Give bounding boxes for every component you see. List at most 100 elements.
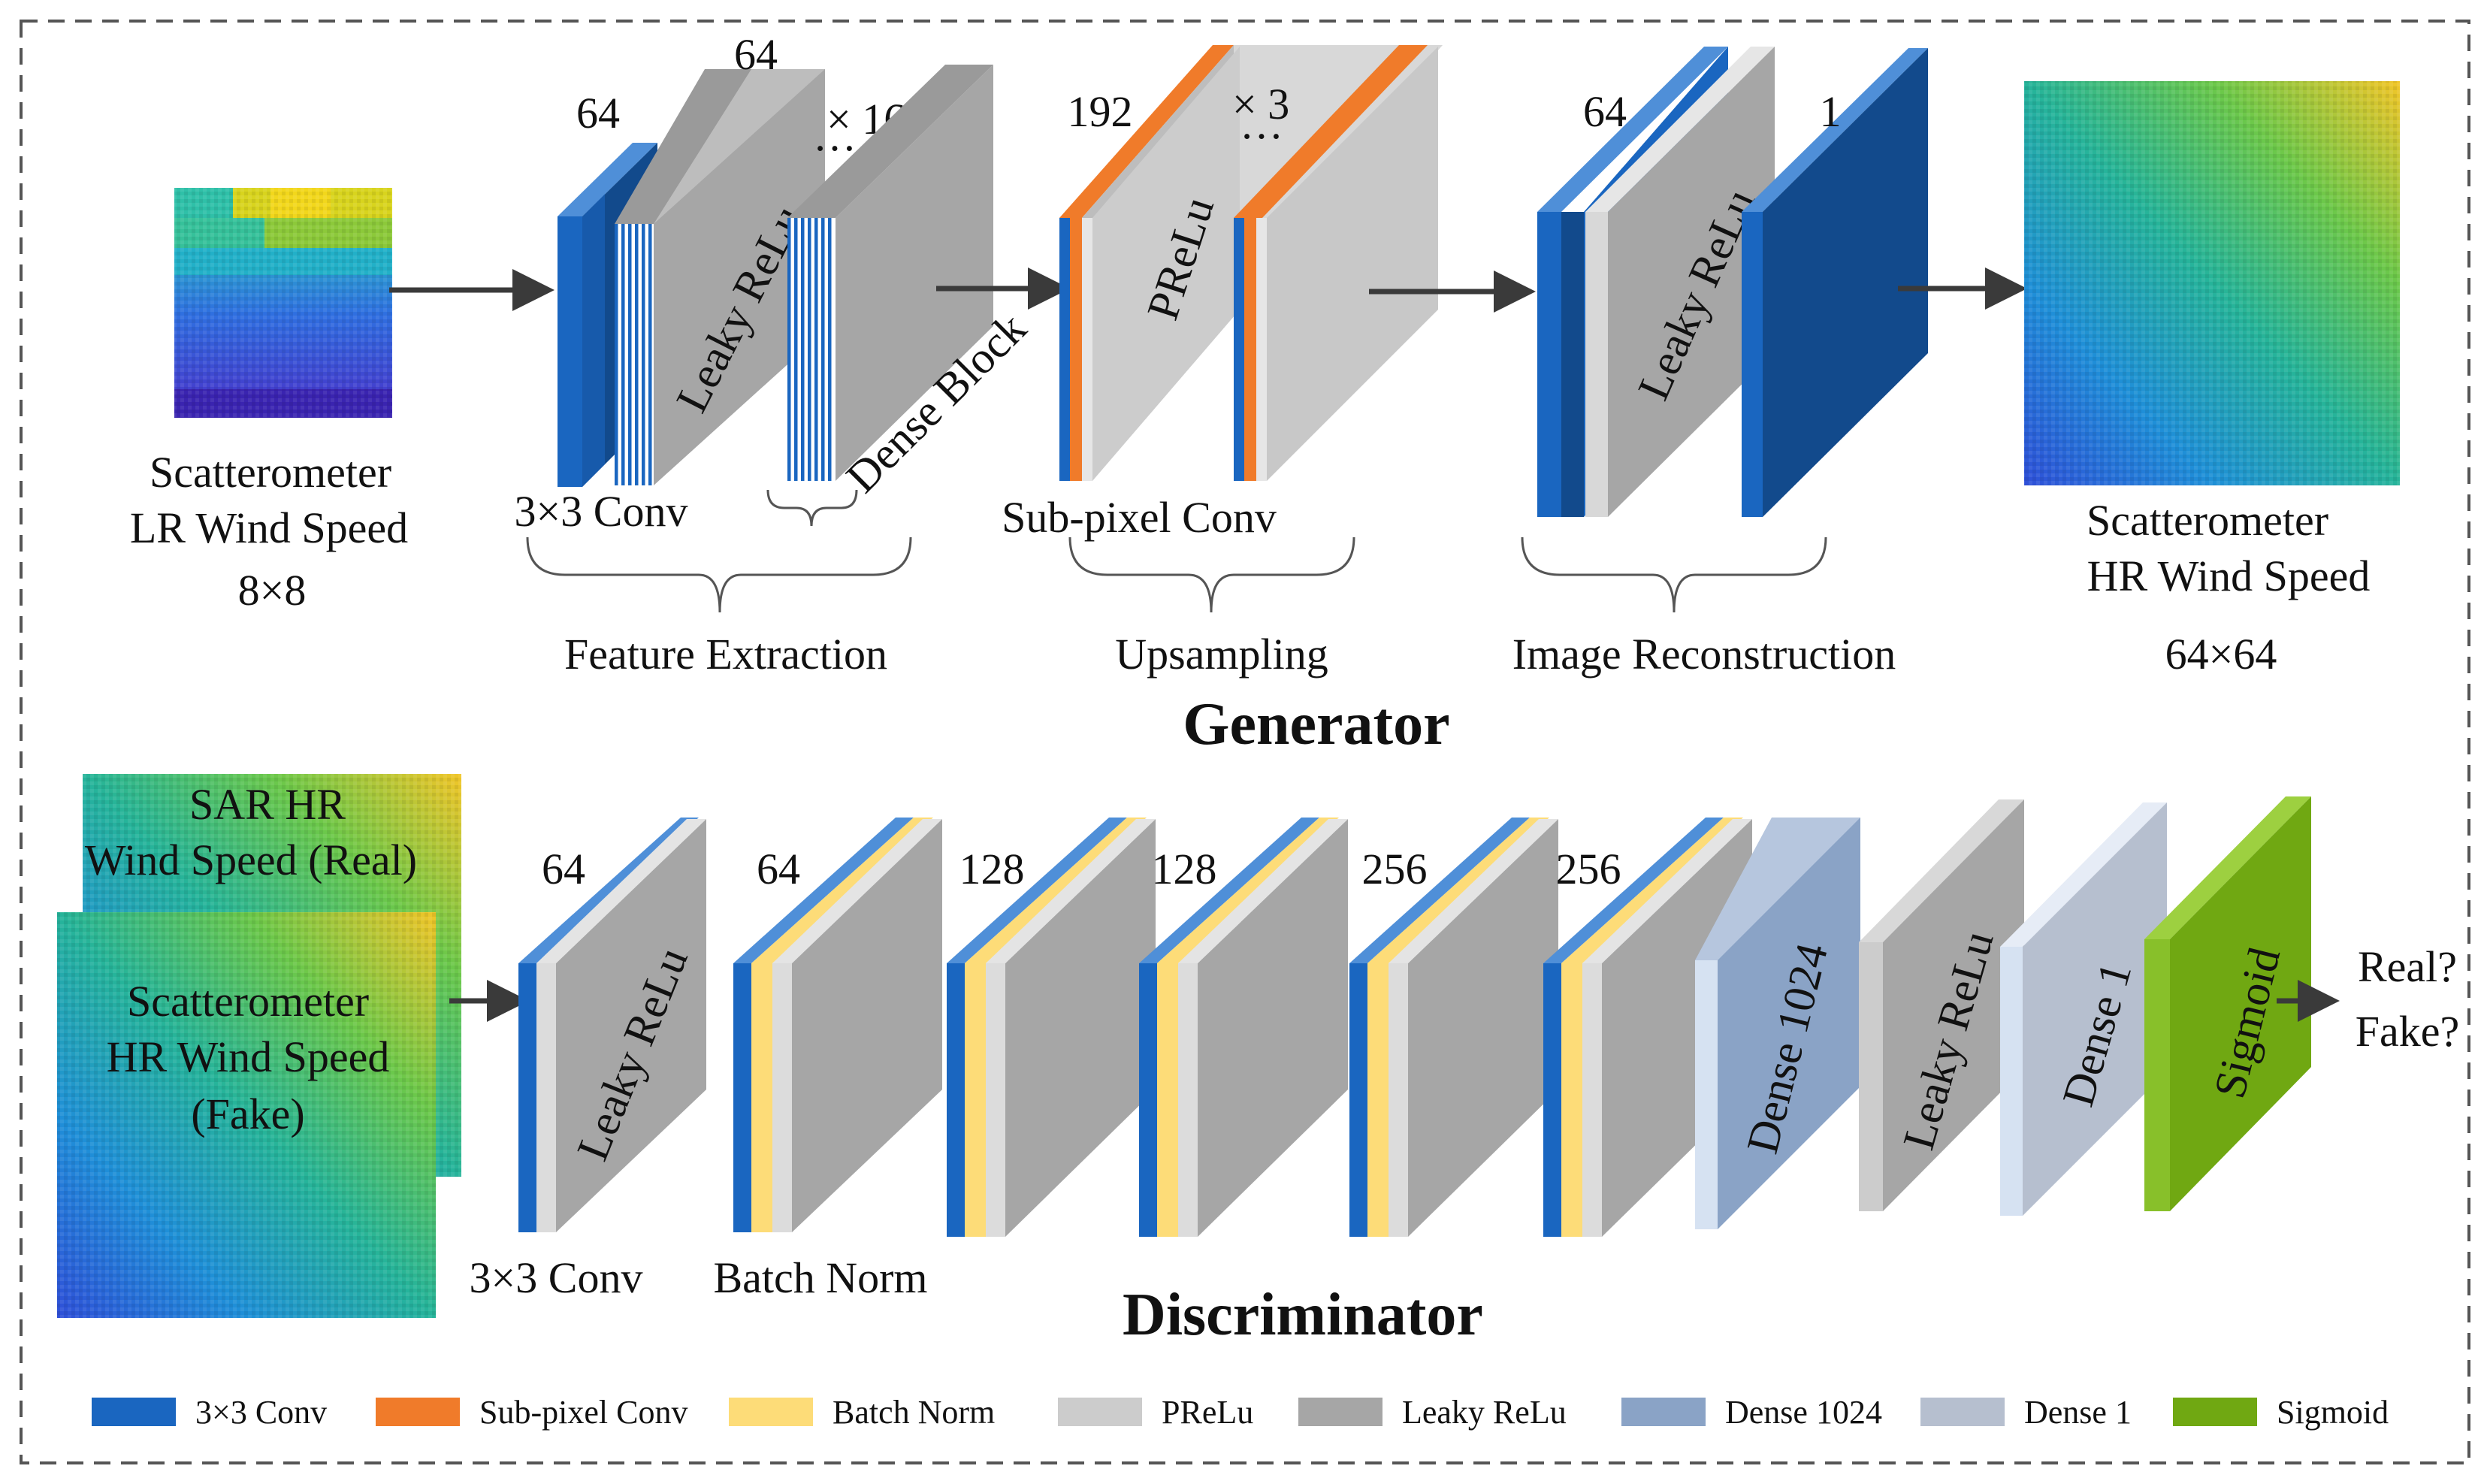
stripe-conv [635, 224, 639, 485]
lr-input-label-2: LR Wind Speed [130, 503, 408, 552]
disc-fake-image [57, 912, 436, 1318]
block-side [1408, 819, 1558, 1237]
block-side [1602, 819, 1752, 1237]
legend-label: Sub-pixel Conv [479, 1394, 687, 1431]
gen-conv-channels: 64 [576, 89, 620, 138]
disc-conv-label: 3×3 Conv [470, 1253, 643, 1302]
legend-label: PReLu [1162, 1394, 1253, 1431]
disc-fake-label-2: HR Wind Speed [107, 1032, 390, 1081]
gen-up-block-2 [1234, 45, 1438, 481]
legend-swatch [1058, 1398, 1142, 1426]
stripe-conv [794, 218, 798, 481]
gen-ellipsis-2: … [1240, 99, 1283, 148]
disc-block-6: 256 [1543, 818, 1752, 1237]
block-conv-face [1543, 963, 1561, 1237]
block-conv-face [1139, 963, 1157, 1237]
block-act-face [772, 963, 792, 1232]
disc-block-3: 128 [947, 818, 1156, 1237]
gen-up-channels: 192 [1068, 87, 1133, 136]
disc-dense1-block [2000, 802, 2167, 1216]
block-conv-face [947, 963, 965, 1237]
disc-block-channels: 256 [1556, 845, 1621, 893]
block-top [1543, 818, 1724, 963]
legend-swatch [1298, 1398, 1382, 1426]
block-top-act [1582, 819, 1752, 963]
gen-ellipsis-1: … [813, 111, 857, 160]
discriminator-title: Discriminator [1123, 1282, 1483, 1348]
stripe-conv [628, 224, 632, 485]
legend-swatch [1621, 1398, 1706, 1426]
lr-input-label-1: Scatterometer [150, 448, 391, 497]
disc-fake-label-1: Scatterometer [127, 977, 369, 1026]
dense-stripes [787, 218, 835, 481]
block-conv-face [733, 963, 751, 1232]
stripe-gap [811, 218, 814, 481]
hr-output-size: 64×64 [2165, 630, 2277, 679]
stripe-conv [648, 224, 652, 485]
legend-label: Leaky ReLu [1402, 1394, 1567, 1431]
stripe-gap [824, 218, 828, 481]
lr-input-image [174, 188, 392, 418]
block-bn-face [1367, 963, 1389, 1237]
hr-output-label-1: Scatterometer [2087, 496, 2328, 545]
stripe-gap [638, 224, 642, 485]
feature-extraction-bracket [526, 536, 912, 613]
gen-leaky-block [615, 69, 825, 485]
gen-up-block-1 [1059, 45, 1443, 481]
disc-block-4: 128 [1139, 818, 1348, 1237]
disc-output-line-2: Fake? [2356, 1007, 2460, 1056]
gen-recon-channels-a: 64 [1583, 87, 1627, 136]
block-bn-face [965, 963, 986, 1237]
outer-frame [20, 20, 2470, 1464]
gen-repeat-3: × 3 [1232, 80, 1289, 128]
stripe-gap [804, 218, 808, 481]
block-conv-face [1349, 963, 1367, 1237]
gen-recon-channels-b: 1 [1820, 87, 1842, 136]
disc-block-channels: 256 [1362, 845, 1428, 893]
block-act-face [986, 963, 1005, 1237]
block-bn-face [751, 963, 772, 1232]
legend-swatch [2173, 1398, 2257, 1426]
stripe-conv [801, 218, 805, 481]
generator-title: Generator [1183, 691, 1449, 757]
block-top-act [1389, 819, 1558, 963]
block-side [556, 819, 706, 1232]
dense-small-bracket [766, 489, 858, 527]
disc-output-line-1: Real? [2358, 942, 2457, 991]
stripe-gap [797, 218, 801, 481]
stripe-conv [808, 218, 811, 481]
disc-block-1: 64 [518, 818, 706, 1232]
stripe-gap [645, 224, 648, 485]
stripe-conv [642, 224, 645, 485]
block-top-act [986, 819, 1156, 963]
gen-conv-label: 3×3 Conv [515, 487, 688, 536]
block-act-face [1582, 963, 1602, 1237]
stripe-gap [624, 224, 628, 485]
block-top-act [772, 819, 942, 963]
block-top-act [536, 819, 706, 963]
block-act-face [536, 963, 556, 1232]
legend-label: Dense 1024 [1725, 1394, 1882, 1431]
leaky-stripes [615, 224, 655, 485]
lr-input-size: 8×8 [238, 566, 307, 615]
block-top [947, 818, 1127, 963]
block-top-act [1178, 819, 1348, 963]
gen-leaky-channels: 64 [734, 30, 778, 79]
gen-recon-leaky [1585, 47, 1775, 517]
disc-leaky2-block [1859, 799, 2024, 1211]
stripe-conv [621, 224, 625, 485]
disc-bn-label: Batch Norm [713, 1253, 927, 1302]
legend-swatch [1920, 1398, 2005, 1426]
gen-dense-block [787, 65, 993, 481]
reconstruction-label: Image Reconstruction [1512, 630, 1896, 679]
block-bn-face [1561, 963, 1582, 1237]
legend-swatch [729, 1398, 813, 1426]
hr-output-label-2: HR Wind Speed [2087, 552, 2371, 600]
upsampling-label: Upsampling [1115, 630, 1328, 679]
gen-subpixel-label: Sub-pixel Conv [1002, 493, 1277, 542]
disc-block-2: 64 [733, 818, 942, 1232]
disc-sigmoid-block [2144, 796, 2311, 1211]
feature-extraction-label: Feature Extraction [564, 630, 887, 679]
